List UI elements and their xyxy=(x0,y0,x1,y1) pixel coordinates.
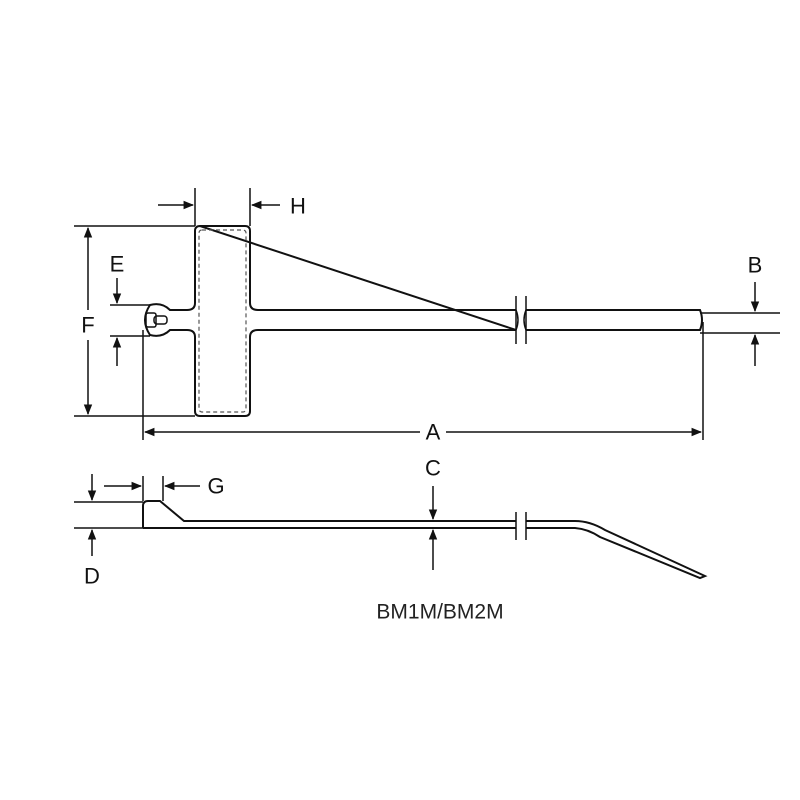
label-e: E xyxy=(110,252,125,277)
label-f: F xyxy=(81,313,94,338)
break-symbol-top xyxy=(515,296,527,344)
locking-barb xyxy=(145,312,168,328)
dimension-a: A xyxy=(142,322,704,445)
label-g: G xyxy=(207,474,224,499)
dimension-c: C xyxy=(425,456,441,570)
side-view: G D C xyxy=(74,456,708,589)
dimension-b: B xyxy=(700,253,780,366)
marker-pad-dashed xyxy=(198,229,247,413)
tie-outline-side xyxy=(142,500,708,580)
dimension-e: E xyxy=(110,252,150,366)
dimension-g: G xyxy=(104,474,225,501)
label-c: C xyxy=(425,456,441,481)
part-number-caption: BM1M/BM2M xyxy=(376,601,503,624)
label-h: H xyxy=(290,194,306,219)
dimension-d: D xyxy=(74,474,143,589)
label-b: B xyxy=(748,253,763,278)
label-a: A xyxy=(426,420,441,445)
break-symbol-side xyxy=(515,512,527,540)
label-d: D xyxy=(84,564,100,589)
tie-outline-top xyxy=(144,224,703,417)
dimension-h: H xyxy=(158,188,306,226)
dimension-f: F xyxy=(74,225,195,417)
top-view: H F E A xyxy=(74,188,780,445)
